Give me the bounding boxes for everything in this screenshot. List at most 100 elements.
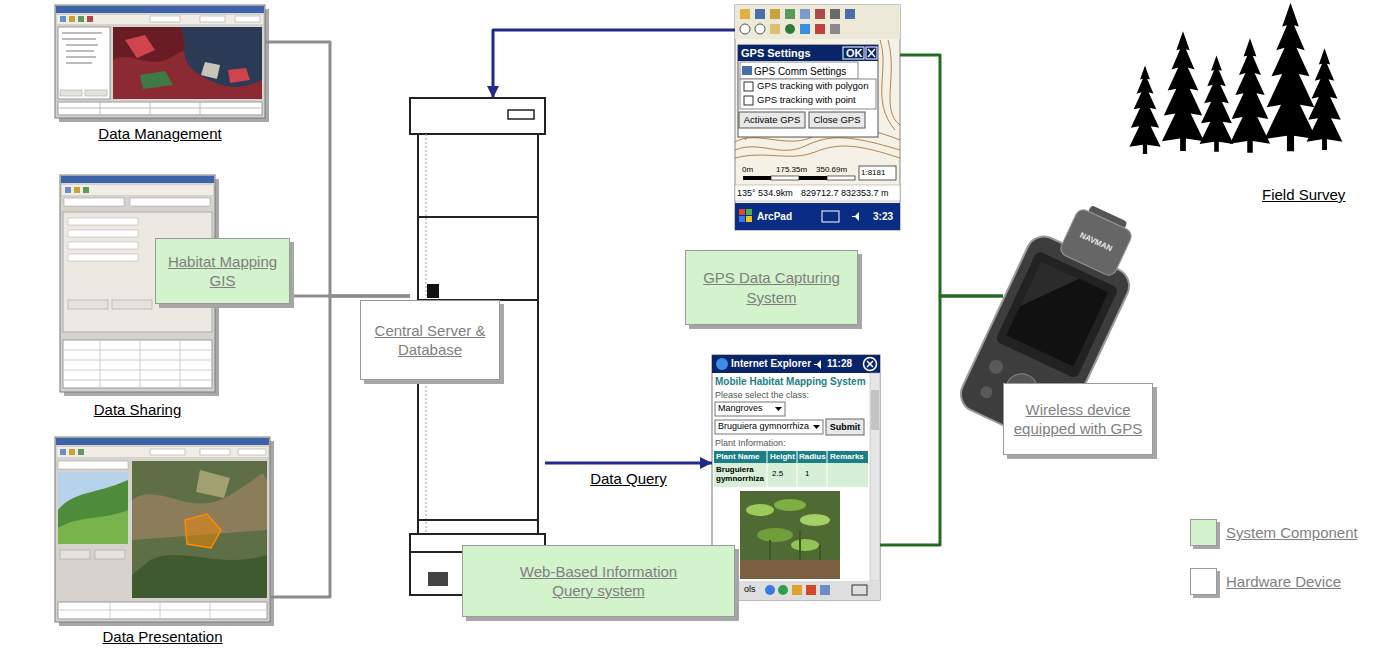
web-query-screenshot: [714, 451, 868, 463]
data-management-screenshot: [58, 27, 110, 99]
gps-screenshot: [785, 9, 795, 19]
gps-screenshot: [735, 5, 900, 39]
data-management-screenshot: [78, 16, 84, 22]
legend-swatch: [1190, 519, 1217, 546]
data-presentation-screenshot: [58, 461, 128, 469]
data-presentation-screenshot: [57, 447, 268, 457]
web-query-screenshot: [714, 463, 868, 487]
gps-screenshot: [770, 9, 780, 19]
gps-screenshot: [740, 24, 750, 34]
gps-screenshot: [740, 79, 876, 109]
data-sharing-screenshot: [68, 254, 138, 261]
data-presentation-screenshot: [185, 514, 221, 548]
data-presentation-screenshot: [132, 461, 267, 598]
gps-screenshot: [738, 45, 878, 137]
data-sharing-screenshot: [63, 340, 212, 388]
pda-screenshot: GPS SettingsOKGPS Comm SettingsGPS track…: [735, 5, 900, 230]
data-management-screenshot: [140, 71, 173, 89]
component-box: Web-Based Information Query system: [462, 545, 735, 617]
screen-ui-text: Plant Information:: [715, 438, 786, 448]
gps-screenshot: [735, 146, 900, 158]
gps-screenshot: [830, 9, 840, 19]
gps-screenshot: [868, 49, 875, 57]
screenshot-panel: Data Management: [55, 5, 265, 118]
screen-ui-text: GPS tracking with polygon: [757, 81, 868, 92]
gps-screenshot: [845, 9, 855, 19]
gps-screenshot: [744, 96, 753, 105]
web-query-screenshot: [767, 451, 827, 487]
screen-ui-text: GPS Comm Settings: [754, 66, 846, 78]
screen-ui-text: 1:8181: [861, 168, 885, 177]
screen-ui-text: Height: [770, 452, 795, 461]
server-illustration: [427, 284, 439, 298]
web-query-screenshot: [870, 373, 880, 581]
gps-screenshot: [735, 5, 900, 230]
screen-ui-text: 135° 534.9km: [737, 188, 793, 198]
gps-screenshot: [743, 176, 771, 180]
data-presentation-screenshot: [196, 470, 230, 498]
data-presentation-screenshot: [132, 555, 267, 598]
web-query-screenshot: [712, 355, 880, 373]
web-query-screenshot: [792, 585, 802, 595]
gps-screenshot: [770, 24, 780, 34]
gps-screenshot: [800, 9, 810, 19]
screen-ui-text: Submit: [826, 419, 864, 435]
web-query-screenshot: [765, 585, 775, 595]
gps-screenshot: [735, 203, 900, 230]
legend-swatch: [1190, 568, 1217, 595]
web-query-screenshot: [746, 504, 774, 516]
data-presentation-screenshot: [78, 449, 84, 455]
screenshot-caption: Data Presentation: [102, 628, 222, 645]
data-management-screenshot: [228, 68, 250, 83]
data-presentation-screenshot: [55, 437, 274, 626]
pda-screenshot: Internet Explorer11:28Mobile Habitat Map…: [712, 355, 880, 600]
web-query-screenshot: [826, 419, 864, 435]
data-management-screenshot: [87, 16, 93, 22]
gps-screenshot: [740, 9, 750, 19]
flow-arrow: [493, 30, 735, 98]
forest-illustration: [1230, 38, 1270, 153]
screen-ui-text: 350.69m: [815, 165, 848, 174]
data-management-screenshot: [58, 102, 262, 115]
web-query-screenshot: [770, 530, 820, 560]
screen-ui-text: Plant Name: [716, 452, 760, 461]
server-illustration: [410, 98, 545, 134]
server-illustration: [428, 572, 448, 586]
gps-screenshot: [799, 176, 827, 180]
gps-screenshot: [735, 138, 900, 151]
gps-screenshot: [746, 209, 752, 215]
data-management-screenshot: [113, 27, 262, 99]
server-hardware: Central Server & Database: [410, 98, 545, 595]
server-illustration: [508, 110, 534, 119]
data-sharing-screenshot: [68, 230, 138, 237]
pda-device-illustration: [1058, 207, 1134, 278]
screen-ui-text: GPS Settings: [741, 47, 811, 60]
screen-ui-text: 3:23: [873, 211, 893, 223]
gps-screenshot: [888, 40, 900, 125]
data-sharing-screenshot: [61, 176, 214, 183]
gps-screenshot: [742, 66, 752, 75]
data-sharing-screenshot: [74, 187, 80, 193]
web-query-screenshot: [852, 585, 867, 595]
screen-ui-text: Please select the class:: [715, 390, 809, 400]
gps-screenshot: [744, 82, 753, 91]
screen-ui-text: 1: [805, 469, 809, 478]
data-management-screenshot: [58, 102, 262, 115]
data-management-screenshot: [201, 62, 220, 79]
gps-screenshot: [739, 209, 745, 215]
screen-ui-text: 2.5: [772, 469, 783, 478]
component-label: Habitat Mapping GIS: [162, 252, 284, 291]
data-sharing-screenshot: [68, 242, 138, 249]
data-presentation-screenshot: [238, 449, 266, 455]
data-presentation-screenshot: [150, 449, 185, 455]
pda-device-illustration: [1006, 261, 1108, 367]
data-presentation-screenshot: [58, 602, 267, 619]
data-presentation-screenshot: [56, 438, 269, 445]
screen-ui-text: 11:28: [827, 358, 852, 370]
gps-screenshot: [755, 9, 765, 19]
data-presentation-screenshot: [200, 449, 230, 455]
gps-screenshot: [852, 212, 859, 221]
data-management-screenshot: [125, 35, 155, 58]
component-label: GPS Data Capturing System: [694, 268, 849, 307]
